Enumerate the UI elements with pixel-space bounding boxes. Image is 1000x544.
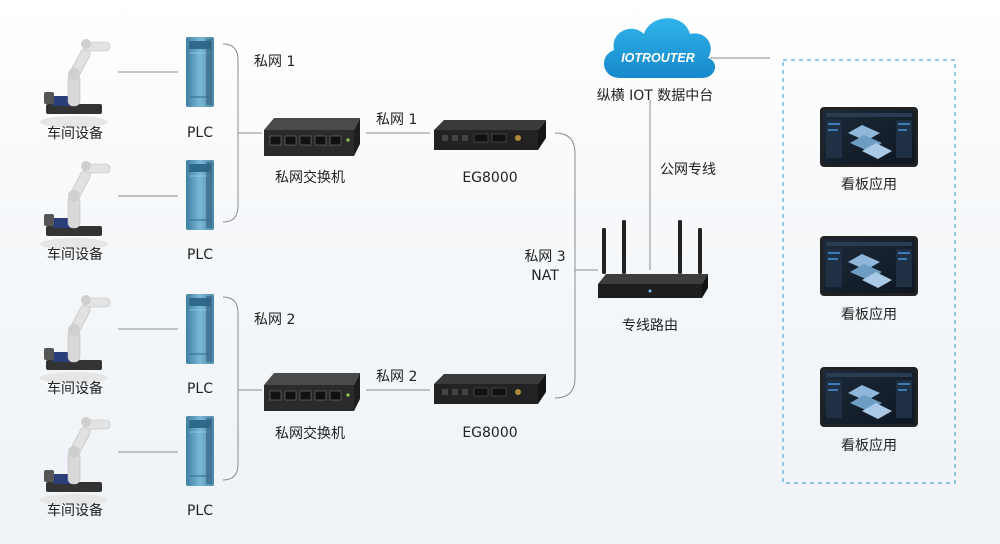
nat-label: NAT xyxy=(531,268,559,284)
plc-module-4 xyxy=(185,415,215,487)
gateway-label: EG8000 xyxy=(462,170,517,186)
workshop-device-2 xyxy=(39,160,111,251)
private-switch-1 xyxy=(263,117,361,157)
connector-lines xyxy=(118,43,770,481)
public-line-label: 公网专线 xyxy=(660,162,716,178)
plc-label: PLC xyxy=(187,125,213,141)
gateway-label: EG8000 xyxy=(462,425,517,441)
private-net-1-label: 私网 1 xyxy=(254,54,295,70)
gateway-eg8000-1 xyxy=(433,119,547,151)
plc-label: PLC xyxy=(187,381,213,397)
plc-module-1 xyxy=(185,36,215,108)
platform-label: 纵横 IOT 数据中台 xyxy=(597,88,714,104)
dashboard-monitor-2 xyxy=(820,236,918,296)
workshop-device-label: 车间设备 xyxy=(47,125,103,142)
workshop-device-4 xyxy=(39,416,111,507)
dashboard-monitor-1 xyxy=(820,107,918,167)
cloud-logo-text: IOTROUTER xyxy=(621,51,695,65)
workshop-device-1 xyxy=(39,38,111,129)
dashboard-label: 看板应用 xyxy=(841,437,897,454)
private-net-3-label: 私网 3 xyxy=(524,249,565,265)
dedicated-router xyxy=(598,220,708,298)
dashboard-label: 看板应用 xyxy=(841,306,897,323)
plc-module-2 xyxy=(185,159,215,231)
cloud-icon: IOTROUTER xyxy=(603,18,716,78)
private-net-2-label: 私网 2 xyxy=(254,312,295,328)
workshop-device-label: 车间设备 xyxy=(47,380,103,397)
private-net-1-link-label: 私网 1 xyxy=(376,112,417,128)
workshop-device-label: 车间设备 xyxy=(47,502,103,519)
private-net-2-link-label: 私网 2 xyxy=(376,369,417,385)
switch-label: 私网交换机 xyxy=(275,425,345,442)
dashboard-monitor-3 xyxy=(820,367,918,427)
plc-module-3 xyxy=(185,293,215,365)
router-label: 专线路由 xyxy=(622,318,678,334)
plc-label: PLC xyxy=(187,503,213,519)
plc-label: PLC xyxy=(187,247,213,263)
dashboard-group-box xyxy=(782,59,956,484)
workshop-device-3 xyxy=(39,294,111,385)
workshop-device-label: 车间设备 xyxy=(47,246,103,263)
gateway-eg8000-2 xyxy=(433,373,547,405)
private-switch-2 xyxy=(263,372,361,412)
switch-label: 私网交换机 xyxy=(275,169,345,186)
dashboard-label: 看板应用 xyxy=(841,176,897,193)
